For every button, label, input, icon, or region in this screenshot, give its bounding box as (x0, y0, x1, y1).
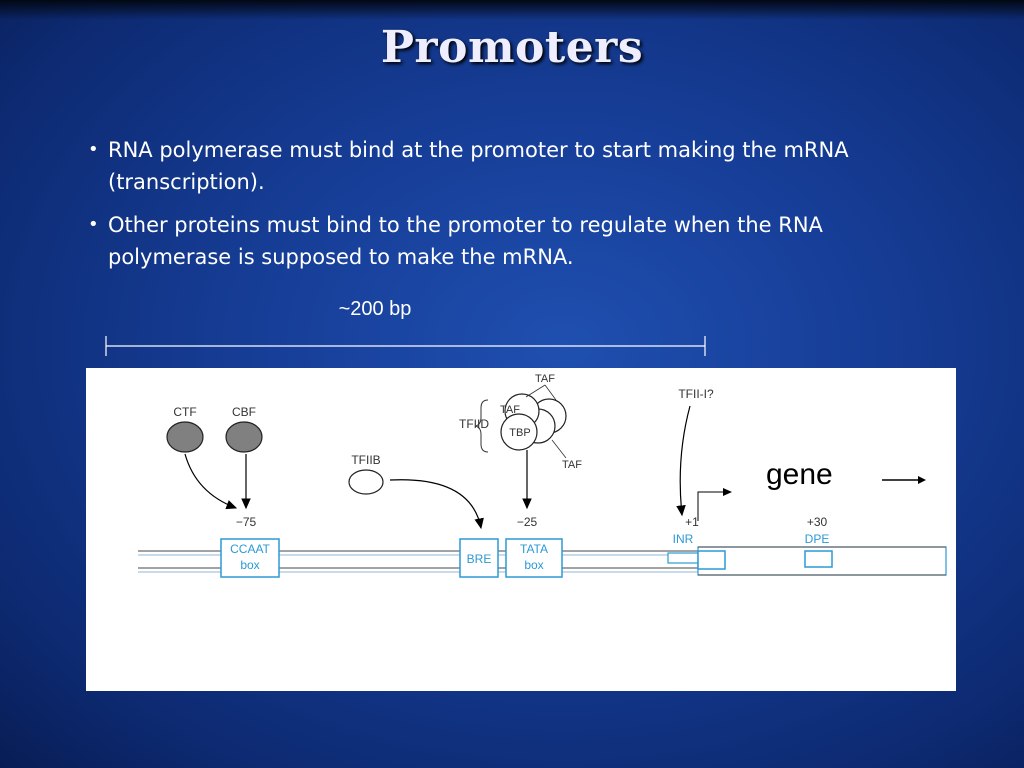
tata-label: TATA (520, 542, 548, 556)
ctf-label: CTF (173, 405, 196, 419)
gene-direction-arrow (882, 476, 926, 484)
inr-box (697, 550, 726, 570)
gene-label: gene (766, 458, 833, 491)
tbp-label: TBP (509, 427, 530, 439)
bullet-item: • RNA polymerase must bind at the promot… (88, 134, 918, 198)
tfiib-arrow (389, 479, 484, 530)
taf-bottom-leader (551, 439, 567, 459)
taf-bottom-label: TAF (562, 459, 582, 471)
slide-title: Promoters (380, 22, 644, 73)
position-plus30: +30 (807, 515, 828, 529)
position-minus25: −25 (517, 515, 538, 529)
ccaat-label: CCAAT (230, 542, 270, 556)
bullet-text: RNA polymerase must bind at the promoter… (108, 138, 849, 194)
dpe-label: DPE (805, 532, 830, 546)
bre-box (459, 538, 499, 578)
tata-box (505, 538, 563, 578)
promoter-diagram: CTF CBF −75 CCAAT box TFIIB BRE TFIID TA… (86, 368, 956, 691)
position-plus1: +1 (685, 515, 699, 529)
taf-top-label: TAF (535, 373, 555, 385)
tfii-i-arrow (676, 405, 691, 517)
inr-element (667, 552, 699, 564)
tfiib-label: TFIIB (351, 453, 380, 467)
tbp-subunit (500, 413, 538, 451)
bullet-dot: • (88, 139, 99, 160)
inr-label: INR (673, 532, 694, 546)
tfiid-label: TFIID (459, 417, 489, 431)
position-minus75: −75 (236, 515, 257, 529)
bre-label: BRE (467, 552, 492, 566)
scale-bar (105, 336, 706, 356)
ctf-arrow (184, 453, 238, 510)
taf-top-leader (544, 384, 557, 401)
bullet-text: Other proteins must bind to the promoter… (108, 213, 823, 269)
taf-left-label: TAF (500, 404, 520, 416)
tfiib-protein (348, 469, 384, 495)
tata-box-label: box (524, 558, 543, 572)
ccaat-box-label: box (240, 558, 259, 572)
top-dark-band (0, 0, 1024, 20)
bullet-item: • Other proteins must bind to the promot… (88, 209, 918, 273)
transcription-start-arrow (697, 488, 732, 521)
cbf-protein (225, 421, 263, 453)
scale-label: ~200 bp (338, 298, 412, 320)
ccaat-box (220, 538, 280, 578)
dpe-box (804, 550, 833, 568)
bullet-list: • RNA polymerase must bind at the promot… (88, 134, 918, 284)
taf-top-leader (525, 384, 546, 398)
tfii-i-label: TFII-I? (678, 387, 714, 401)
ctf-protein (166, 421, 204, 453)
tfiid-bracket (474, 399, 489, 453)
cbf-label: CBF (232, 405, 256, 419)
bullet-dot: • (88, 214, 99, 235)
